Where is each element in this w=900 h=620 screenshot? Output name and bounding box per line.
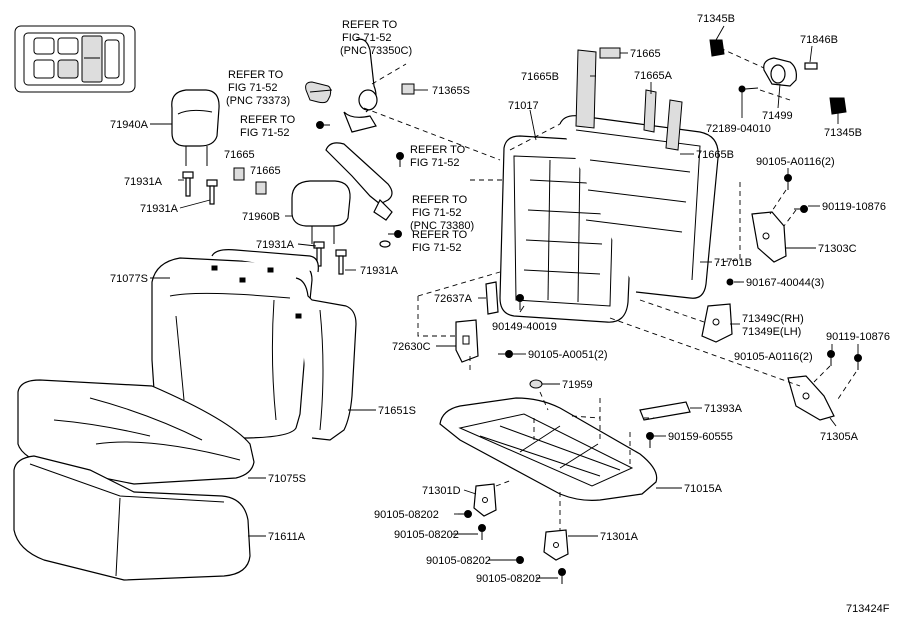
callout-90105-08202-d: 90105-08202 (476, 573, 541, 585)
bracket-71301a (510, 529, 569, 584)
callout-90105-08202-b: 90105-08202 (394, 529, 459, 541)
pivot-parts (709, 39, 847, 115)
callout-90105-08202-c: 90105-08202 (426, 555, 491, 567)
callout-71345b-bot: 71345B (824, 127, 862, 139)
callout-90149-40019: 90149-40019 (492, 321, 557, 333)
callout-71665-l2: 71665 (250, 165, 281, 177)
reference-notes: REFER TO FIG 71-52 (PNC 73350C) REFER TO… (226, 19, 474, 254)
callout-71301d: 71301D (422, 485, 461, 497)
callout-72637a: 72637A (434, 293, 473, 305)
ref-6-line-2: FIG 71-52 (412, 242, 462, 254)
callout-71665-top: 71665 (630, 48, 661, 60)
callout-72630c: 72630C (392, 341, 431, 353)
callout-71349e: 71349E(LH) (742, 326, 801, 338)
callout-71075s: 71075S (268, 473, 306, 485)
callout-90105-08202-a: 90105-08202 (374, 509, 439, 521)
frame-pads (575, 47, 683, 151)
seat-cushion-frame (439, 379, 658, 501)
callout-71959: 71959 (562, 379, 593, 391)
callout-90167-40044: 90167-40044(3) (746, 277, 824, 289)
ref-5-line-3: (PNC 73380) (410, 220, 474, 232)
ref-5-line-2: FIG 71-52 (412, 207, 462, 219)
callout-90105-a0116-bot: 90105-A0116(2) (734, 351, 813, 363)
seat-back-cover (151, 249, 357, 441)
seat-belt-assembly (305, 38, 415, 248)
callout-71665b-a: 71665B (521, 71, 559, 83)
ref-3-line-1: REFER TO (240, 114, 296, 126)
ref-6-line-1: REFER TO (412, 229, 468, 241)
ref-2-line-3: (PNC 73373) (226, 95, 290, 107)
headrest-guides-upper (182, 171, 218, 205)
callout-71077s: 71077S (110, 273, 148, 285)
callout-71651s: 71651S (378, 405, 416, 417)
callout-90119-10876-top: 90119-10876 (822, 201, 886, 213)
figure-id: 713424F (846, 603, 890, 615)
callout-90159-60555: 90159-60555 (668, 431, 733, 443)
callout-90105-a0051: 90105-A0051(2) (528, 349, 608, 361)
ref-3-line-2: FIG 71-52 (240, 127, 290, 139)
ref-4-line-1: REFER TO (410, 144, 466, 156)
callout-71846b: 71846B (800, 34, 838, 46)
ref-1-line-3: (PNC 73350C) (340, 45, 412, 57)
callout-71931a-1: 71931A (124, 176, 163, 188)
assembly-dashed-lines (363, 47, 857, 530)
seat-back-frame-rear (559, 115, 719, 299)
callout-90119-10876-bot: 90119-10876 (826, 331, 890, 343)
ref-1-line-1: REFER TO (342, 19, 398, 31)
bracket-71303c (726, 174, 808, 286)
leader-lines (150, 25, 859, 579)
callout-71305a: 71305A (820, 431, 859, 443)
ref-2-line-1: REFER TO (228, 69, 284, 81)
callout-71303c: 71303C (818, 243, 857, 255)
seat-cushion-pad (13, 455, 251, 581)
bracket-71305a (787, 350, 862, 421)
headrest-guides-lower (313, 241, 347, 275)
callout-71665a: 71665A (634, 70, 673, 82)
callout-71345b-top: 71345B (697, 13, 735, 25)
bolts (316, 121, 404, 238)
callout-71349c: 71349C(RH) (742, 313, 804, 325)
callout-71611a: 71611A (268, 531, 306, 543)
callout-71701b: 71701B (714, 257, 752, 269)
strap-71393a (639, 401, 691, 448)
callout-71960b: 71960B (242, 211, 280, 223)
callout-90105-a0116-top: 90105-A0116(2) (756, 156, 835, 168)
callout-71393a: 71393A (704, 403, 743, 415)
ref-2-line-2: FIG 71-52 (228, 82, 278, 94)
headrest-71960b (291, 180, 351, 244)
callout-72189-04010: 72189-04010 (706, 123, 771, 135)
callout-71931a-3: 71931A (256, 239, 295, 251)
callout-71665b-b: 71665B (696, 149, 734, 161)
callout-71931a-4: 71931A (360, 265, 399, 277)
callout-71940a: 71940A (110, 119, 149, 131)
callout-71017: 71017 (508, 100, 539, 112)
callout-71499: 71499 (762, 110, 793, 122)
small-pads (233, 167, 267, 195)
headrest-71940a (171, 89, 220, 166)
ref-4-line-2: FIG 71-52 (410, 157, 460, 169)
callout-71365s: 71365S (432, 85, 470, 97)
ref-1-line-2: FIG 71-52 (342, 32, 392, 44)
vehicle-locator-inset (14, 25, 136, 93)
callout-71015a: 71015A (684, 483, 723, 495)
callout-71665-l1: 71665 (224, 149, 255, 161)
ref-5-line-1: REFER TO (412, 194, 468, 206)
bracket-71349 (701, 303, 733, 343)
callout-71301a: 71301A (600, 531, 639, 543)
bracket-71301d (458, 483, 497, 540)
callout-71931a-2: 71931A (140, 203, 179, 215)
callout-labels: 71345B 71846B 71499 72189-04010 71345B 7… (110, 13, 890, 615)
